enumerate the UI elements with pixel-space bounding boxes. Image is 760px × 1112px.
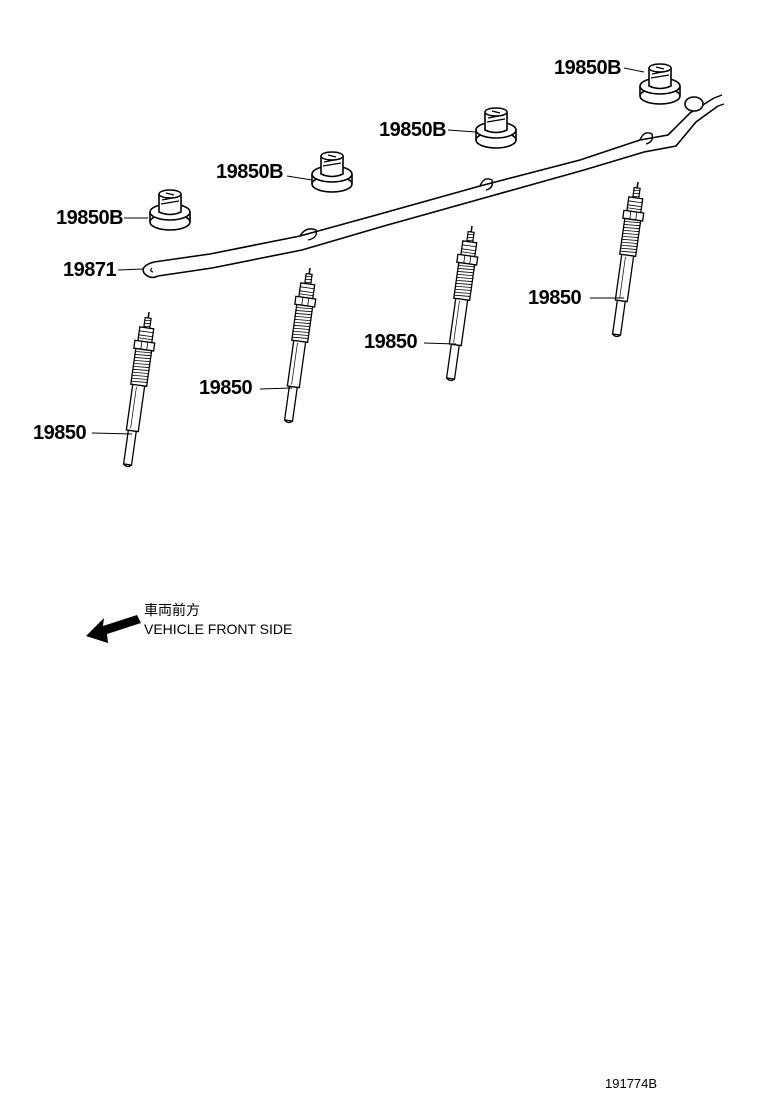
nut-19850b-2 xyxy=(311,151,353,193)
vehicle-front-jp: 車両前方 xyxy=(144,602,200,618)
label-nut-4: 19850B xyxy=(554,57,622,79)
label-plug-3: 19850 xyxy=(364,331,418,353)
label-plug-1: 19850 xyxy=(33,422,87,444)
label-nut-1: 19850B xyxy=(56,207,124,229)
label-plug-4: 19850 xyxy=(528,287,582,309)
leader-lines xyxy=(91,67,645,435)
glow-plug-19850-1 xyxy=(116,309,160,469)
glow-plug-19850-3 xyxy=(439,223,483,383)
label-nut-2: 19850B xyxy=(216,161,284,183)
arrow-left-icon xyxy=(86,615,141,643)
nut-19850b-3 xyxy=(475,107,517,149)
label-wire: 19871 xyxy=(63,259,117,281)
label-plug-2: 19850 xyxy=(199,377,253,399)
nut-19850b-4 xyxy=(639,63,681,105)
glow-plug-19850-4 xyxy=(605,179,649,339)
glow-plug-19850-2 xyxy=(277,265,321,425)
label-nut-3: 19850B xyxy=(379,119,447,141)
nut-19850b-1 xyxy=(149,189,191,231)
connector-wire-19871 xyxy=(142,94,725,279)
vehicle-front-en: VEHICLE FRONT SIDE xyxy=(144,621,293,637)
drawing-code: 191774B xyxy=(605,1076,658,1091)
